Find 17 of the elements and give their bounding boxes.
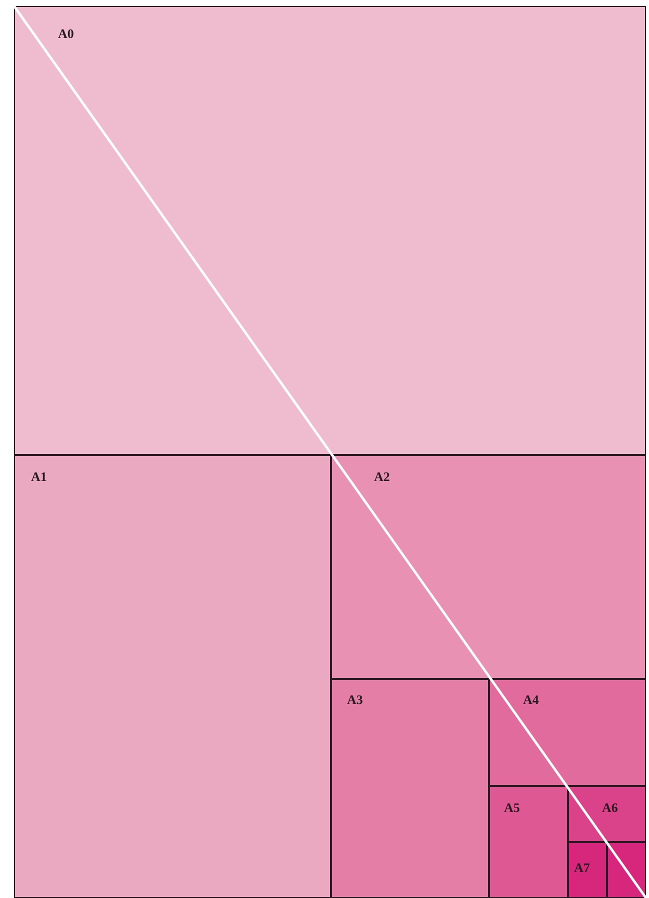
paper-size-rect [489, 786, 568, 898]
paper-size-rect [568, 842, 607, 898]
size-label: A1 [31, 470, 47, 483]
paper-size-rect [489, 679, 646, 786]
size-label: A0 [58, 27, 74, 40]
size-label: A5 [504, 801, 520, 814]
paper-size-rect [568, 786, 646, 842]
size-label: A7 [574, 861, 590, 874]
size-label: A3 [347, 693, 363, 706]
size-label: A4 [523, 693, 539, 706]
size-label: A6 [602, 801, 618, 814]
paper-size-rect [607, 842, 646, 898]
size-label: A2 [374, 470, 390, 483]
paper-size-rect [331, 679, 489, 898]
paper-size-rect [14, 455, 331, 898]
paper-size-rect [331, 455, 646, 679]
paper-size-rect [14, 6, 646, 455]
